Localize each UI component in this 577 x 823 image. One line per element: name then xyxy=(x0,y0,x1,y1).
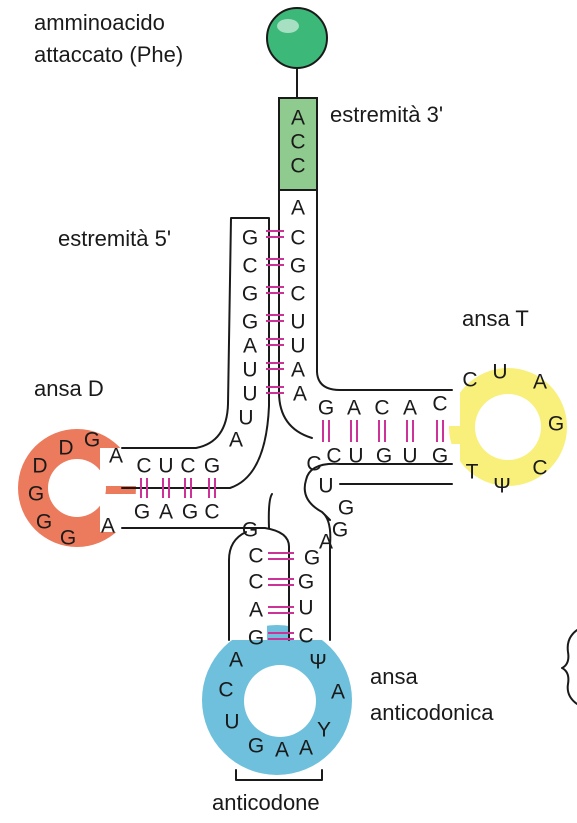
base-dloop-4: D xyxy=(32,455,47,478)
base-d-lower-2: A xyxy=(159,501,173,524)
base-ac-right-3: G xyxy=(298,571,314,594)
base-ac-left-5: G xyxy=(248,627,264,650)
base-c1: C xyxy=(290,227,305,250)
acceptor-3prime-bases: A C C A C G C U U A A xyxy=(290,107,307,406)
base-t-lower-5: C xyxy=(326,445,341,468)
base-var-3: U xyxy=(318,475,333,498)
base-acloop-1: A xyxy=(229,649,243,672)
base-g2: G xyxy=(290,255,306,278)
base-tloop-7: T xyxy=(466,461,479,484)
base-d-lower-3: G xyxy=(182,501,198,524)
base-acloop-7: Y xyxy=(317,719,331,742)
base-ac-left-1: G xyxy=(242,519,258,542)
base-t-lower-4: U xyxy=(348,445,363,468)
base-t-upper-3: C xyxy=(374,397,389,420)
base-dloop-3: D xyxy=(58,437,73,460)
base-a76: A xyxy=(291,197,305,220)
anticodon-label: anticodone xyxy=(212,790,320,815)
base-acloop-9: Ψ xyxy=(309,651,327,674)
base-t-lower-2: U xyxy=(402,445,417,468)
base-dloop-2: G xyxy=(84,429,100,452)
base-5p-5: A xyxy=(243,335,257,358)
base-dloop-5: G xyxy=(28,483,44,506)
base-dloop-6: G xyxy=(36,511,52,534)
base-c3: C xyxy=(290,283,305,306)
base-var-4: C xyxy=(306,453,321,476)
base-5p-7: U xyxy=(242,383,257,406)
base-5p-4: G xyxy=(242,311,258,334)
base-5p-2: C xyxy=(242,255,257,278)
base-dloop-7: G xyxy=(60,527,76,550)
five-prime-end-label: estremità 5' xyxy=(58,226,171,251)
t-loop-label: ansa T xyxy=(462,306,529,331)
base-ac-left-2: C xyxy=(248,545,263,568)
base-tloop-6: Ψ xyxy=(493,475,511,498)
base-dloop-1: A xyxy=(109,445,123,468)
base-5p-6: U xyxy=(242,359,257,382)
base-a7: A xyxy=(293,383,307,406)
base-dloop-8: A xyxy=(101,515,115,538)
base-d-upper-2: U xyxy=(158,455,173,478)
base-c74: C xyxy=(290,131,305,154)
base-t-upper-2: A xyxy=(347,397,361,420)
base-u4: U xyxy=(290,311,305,334)
base-d-upper-4: G xyxy=(204,455,220,478)
base-a6: A xyxy=(291,359,305,382)
amino-acid-sphere xyxy=(267,8,327,68)
partial-brace xyxy=(562,630,577,704)
base-ac-right-4: G xyxy=(304,547,320,570)
base-acloop-4: G xyxy=(248,735,264,758)
base-d-upper-1: C xyxy=(136,455,151,478)
base-acloop-6: A xyxy=(299,737,313,760)
anticodon-loop-label-line1: ansa xyxy=(370,664,418,689)
base-t-upper-5: C xyxy=(432,393,447,416)
base-tloop-2: U xyxy=(492,361,507,384)
base-tloop-1: C xyxy=(462,369,477,392)
base-t-lower-3: G xyxy=(376,445,392,468)
base-d-upper-3: C xyxy=(180,455,195,478)
base-ac-left-3: C xyxy=(248,571,263,594)
base-acloop-5: A xyxy=(275,739,289,762)
base-t-lower-1: G xyxy=(432,445,448,468)
three-prime-end-label: estremità 3' xyxy=(330,102,443,127)
base-tloop-5: C xyxy=(532,457,547,480)
base-d-lower-1: G xyxy=(134,501,150,524)
base-tloop-3: A xyxy=(533,371,547,394)
base-t-upper-4: A xyxy=(403,397,417,420)
base-tloop-4: G xyxy=(548,413,564,436)
base-ac-right-2: U xyxy=(298,597,313,620)
base-ac-right-1: C xyxy=(298,625,313,648)
base-acloop-8: A xyxy=(331,681,345,704)
base-acloop-2: C xyxy=(218,679,233,702)
amino-acid-label-line1: amminoacido xyxy=(34,10,165,35)
base-5p-3: G xyxy=(242,283,258,306)
anticodon-loop-label-line2: anticodonica xyxy=(370,700,494,725)
base-5p-1: G xyxy=(242,227,258,250)
base-c75: C xyxy=(290,155,305,178)
amino-acid-label-line2: attaccato (Phe) xyxy=(34,42,183,67)
base-d-lower-4: C xyxy=(204,501,219,524)
base-u5: U xyxy=(290,335,305,358)
base-ac-left-4: A xyxy=(249,599,263,622)
base-acloop-3: U xyxy=(224,711,239,734)
base-5p-8: U xyxy=(238,407,253,430)
d-loop-label: ansa D xyxy=(34,376,104,401)
base-a73: A xyxy=(291,107,305,130)
base-var-1: G xyxy=(332,519,348,542)
base-5p-9: A xyxy=(229,429,243,452)
base-t-upper-1: G xyxy=(318,397,334,420)
base-var-2: G xyxy=(338,497,354,520)
